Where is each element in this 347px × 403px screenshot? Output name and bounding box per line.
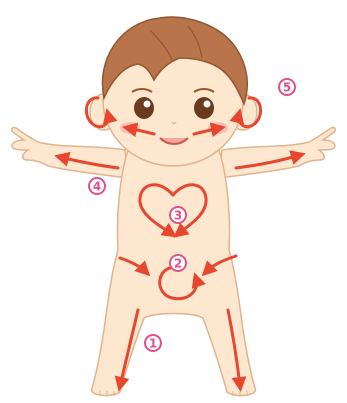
- svg-text:5: 5: [283, 81, 291, 95]
- svg-text:4: 4: [93, 180, 101, 194]
- svg-text:2: 2: [174, 257, 182, 271]
- toe-lines: [100, 390, 247, 397]
- svg-text:1: 1: [149, 337, 157, 351]
- badge-4: 4: [89, 178, 105, 194]
- badge-5: 5: [279, 79, 295, 95]
- badge-1: 1: [145, 335, 161, 351]
- svg-text:3: 3: [174, 209, 182, 223]
- badge-2: 2: [170, 255, 186, 271]
- badge-3: 3: [170, 207, 186, 223]
